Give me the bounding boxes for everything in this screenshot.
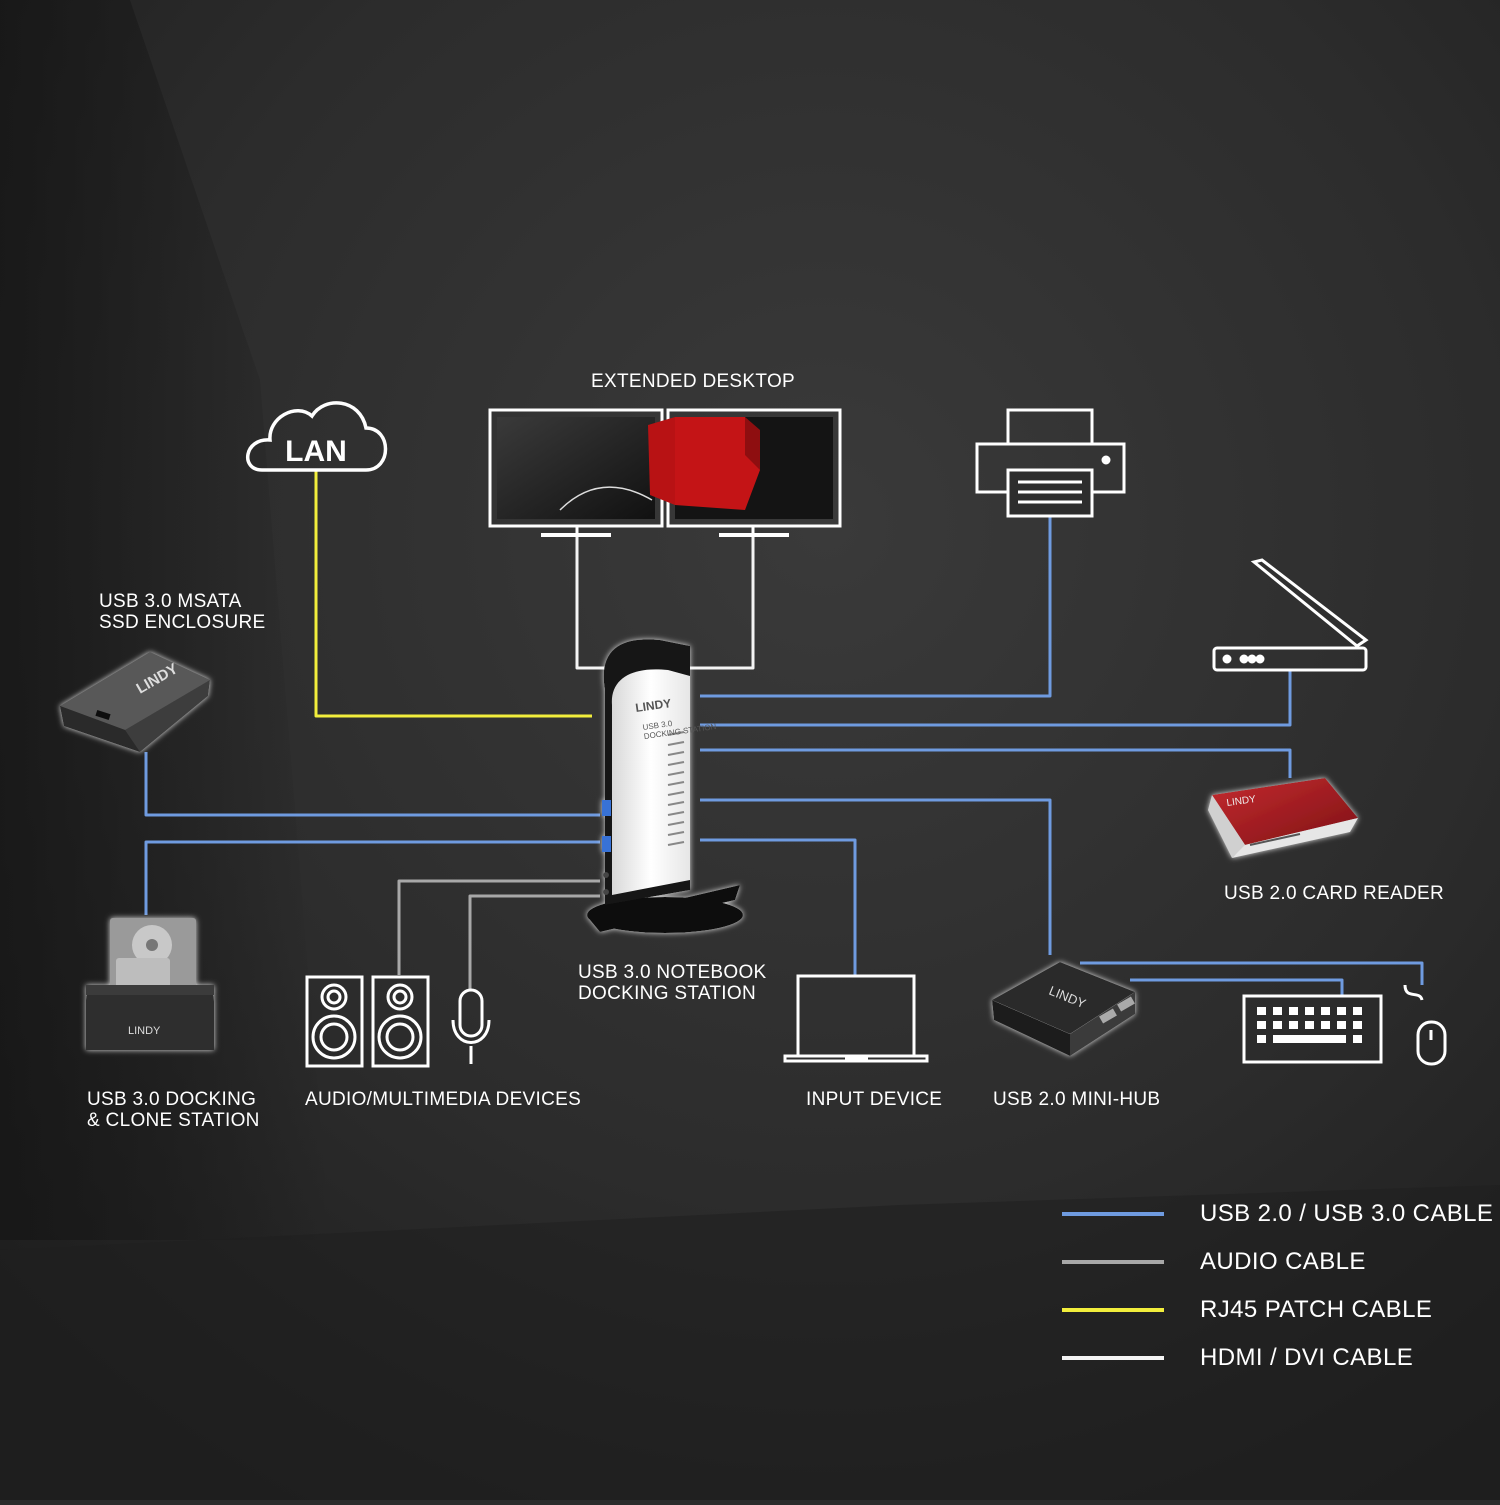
hdmi-cable-left	[575, 535, 610, 670]
hdmi-cable-right	[690, 535, 755, 670]
card-reader-label: USB 2.0 CARD READER	[1224, 883, 1445, 904]
audio-devices-label: AUDIO/MULTIMEDIA DEVICES	[305, 1089, 582, 1110]
usb2-card-reader	[1208, 778, 1358, 858]
microphone-icon	[451, 988, 491, 1064]
usb-cable-printer	[700, 517, 1052, 698]
legend-label-usb: USB 2.0 / USB 3.0 CABLE	[1200, 1200, 1494, 1227]
legend-label-audio: AUDIO CABLE	[1200, 1248, 1366, 1275]
docking-clone-label: USB 3.0 DOCKING & CLONE STATION	[87, 1089, 260, 1131]
cloud-icon	[245, 401, 388, 472]
background-shadow	[0, 0, 330, 1240]
dock-logo: LINDY	[634, 696, 672, 715]
usb3-notebook-docking-station	[587, 639, 743, 933]
usb3-docking-clone-station	[86, 918, 214, 1050]
lan-label: LAN	[285, 435, 347, 468]
keyboard-icon	[1242, 994, 1383, 1064]
mini-hub-label: USB 2.0 MINI-HUB	[993, 1089, 1161, 1110]
card-reader-logo: LINDY	[1226, 794, 1257, 809]
usb-cable-mini-hub	[700, 798, 1052, 955]
usb-cable-input-device	[700, 838, 857, 975]
input-device-label: INPUT DEVICE	[806, 1089, 943, 1110]
usb-cable-clone-station	[144, 840, 600, 915]
scanner-icon	[1212, 558, 1369, 672]
cables	[144, 470, 1424, 995]
legend-label-rj45: RJ45 PATCH CABLE	[1200, 1296, 1433, 1323]
speaker-icon	[305, 975, 430, 1068]
rj45-cable-lan	[314, 470, 592, 718]
monitor-icon	[488, 408, 842, 537]
usb-cable-keyboard	[1130, 978, 1344, 995]
clone-station-logo: LINDY	[128, 1025, 161, 1037]
msata-label: USB 3.0 MSATA SSD ENCLOSURE	[99, 591, 266, 633]
audio-cable-speakers	[397, 879, 600, 975]
dock-vent	[667, 731, 685, 846]
usb-cable-scanner	[700, 670, 1292, 727]
usb2-mini-hub	[992, 962, 1135, 1056]
legend-label-hdmi: HDMI / DVI CABLE	[1200, 1344, 1414, 1371]
mouse-icon	[1403, 984, 1447, 1066]
printer-icon	[975, 408, 1126, 518]
legend-lines	[1062, 1212, 1164, 1360]
msata-enclosure	[60, 652, 210, 752]
notebook-dock-label: USB 3.0 NOTEBOOK DOCKING STATION	[578, 962, 767, 1004]
usb-cable-msata	[144, 752, 600, 817]
audio-cable-microphone	[468, 894, 600, 990]
usb-cable-card-reader	[700, 748, 1292, 778]
laptop-icon	[783, 974, 929, 1063]
extended-desktop-label: EXTENDED DESKTOP	[591, 371, 795, 392]
usb-cable-mouse	[1080, 961, 1424, 985]
